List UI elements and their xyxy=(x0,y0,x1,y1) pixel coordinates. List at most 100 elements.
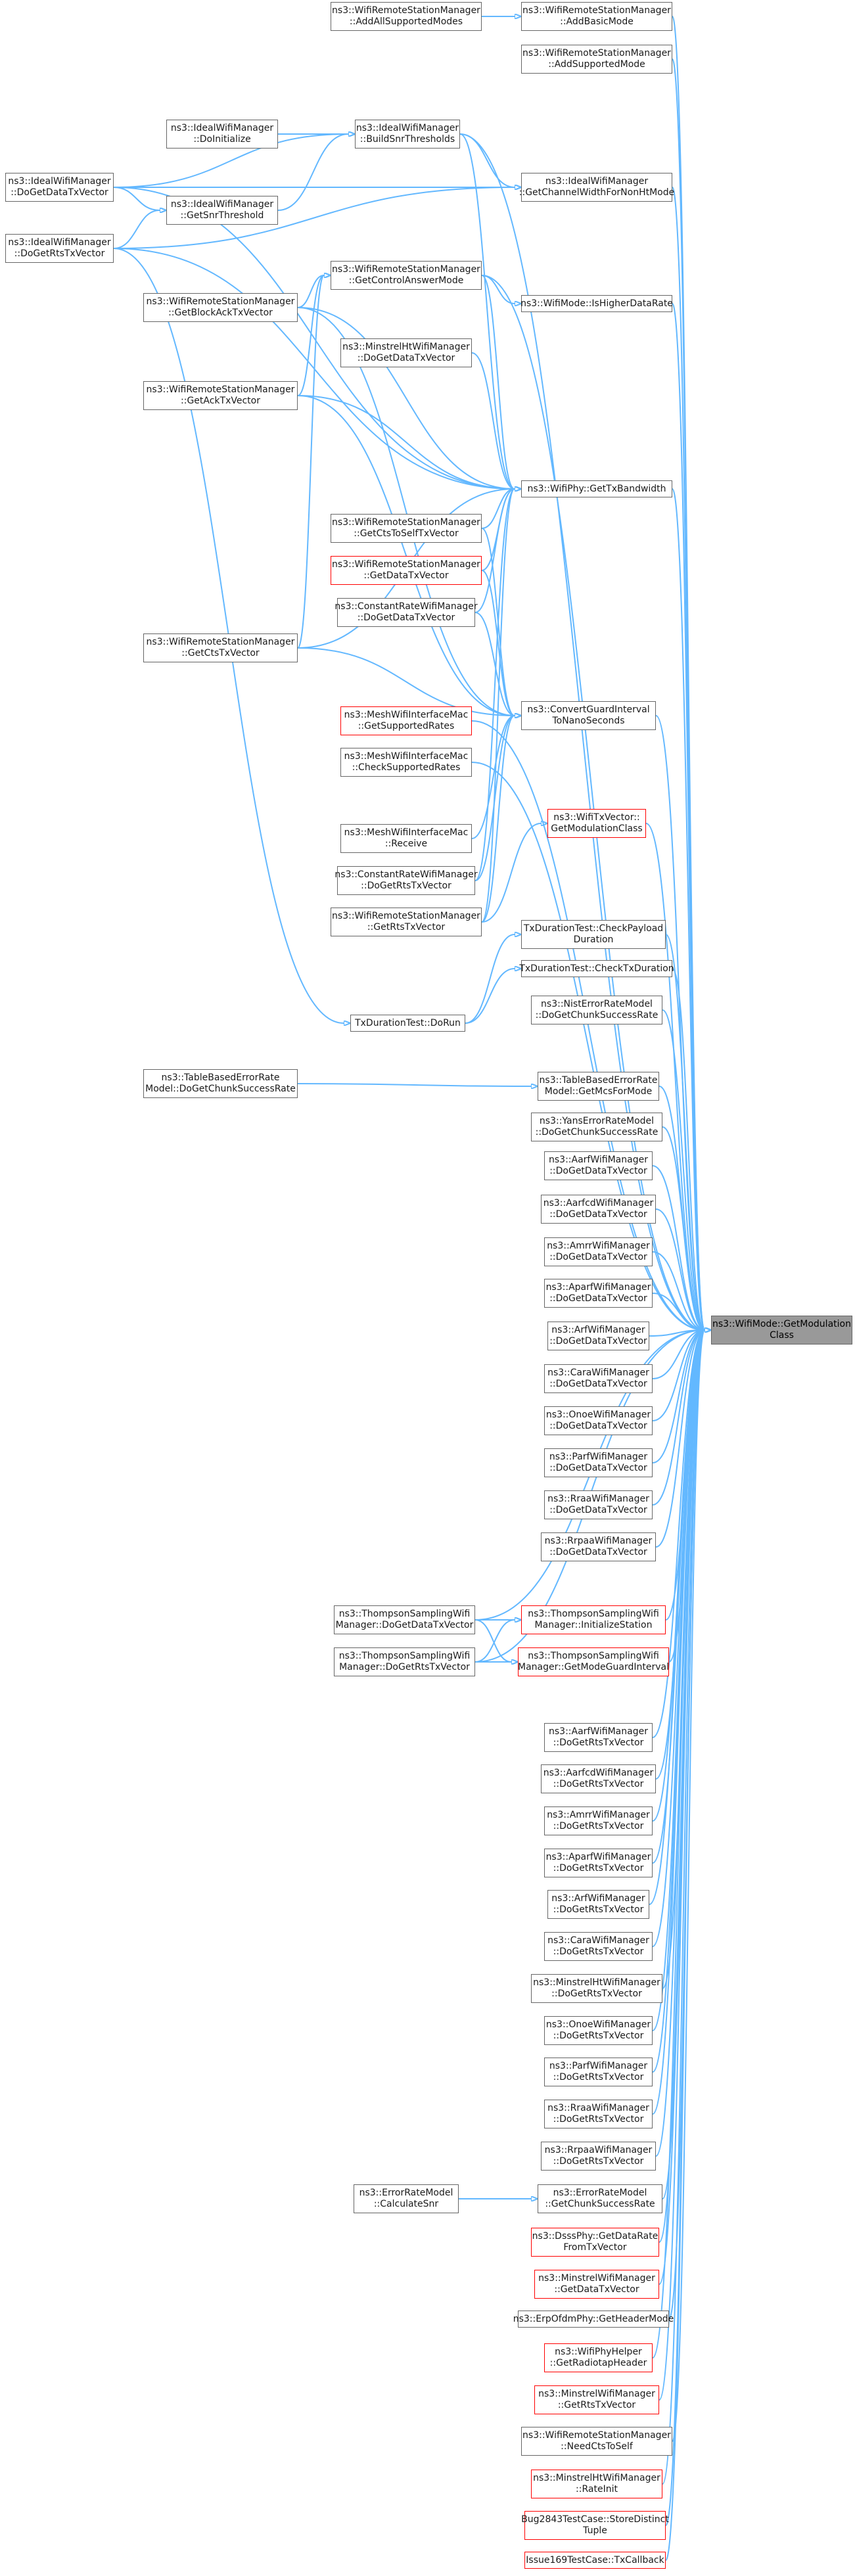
node-label-line: ns3::AarfcdWifiManager xyxy=(543,1198,654,1208)
function-node[interactable]: ns3::AarfWifiManager::DoGetRtsTxVector xyxy=(544,1723,653,1752)
node-label-line: ::GetRtsTxVector xyxy=(367,922,446,932)
function-node[interactable]: ns3::WifiRemoteStationManager::AddAllSup… xyxy=(331,2,482,31)
node-label-line: ::GetRadiotapHeader xyxy=(549,2358,647,2368)
node-label-line: ::DoGetChunkSuccessRate xyxy=(535,1127,659,1138)
call-edge xyxy=(481,275,705,1330)
function-node[interactable]: ns3::ArfWifiManager::DoGetDataTxVector xyxy=(547,1322,649,1350)
function-node[interactable]: ns3::WifiRemoteStationManager::GetContro… xyxy=(331,261,482,290)
node-label-line: ns3::AarfWifiManager xyxy=(549,1155,648,1165)
function-node[interactable]: ns3::ConstantRateWifiManager::DoGetRtsTx… xyxy=(335,866,478,895)
node-label-line: ns3::WifiRemoteStationManager xyxy=(332,264,480,275)
function-node[interactable]: ns3::MinstrelHtWifiManager::DoGetRtsTxVe… xyxy=(531,1974,662,2003)
node-label-line: ns3::WifiPhy::GetTxBandwidth xyxy=(527,483,666,494)
function-node[interactable]: ns3::WifiTxVector::GetModulationClass xyxy=(547,809,646,838)
node-label-line: ns3::WifiRemoteStationManager xyxy=(522,5,671,16)
call-edge xyxy=(297,275,324,396)
function-node[interactable]: ns3::CaraWifiManager::DoGetRtsTxVector xyxy=(544,1932,653,1961)
function-node[interactable]: ns3::WifiRemoteStationManager::GetBlockA… xyxy=(143,293,298,322)
function-node[interactable]: ns3::ParfWifiManager::DoGetRtsTxVector xyxy=(544,2058,653,2086)
function-node[interactable]: ns3::AmrrWifiManager::DoGetDataTxVector xyxy=(544,1237,653,1266)
call-edge xyxy=(474,1620,515,1663)
function-node[interactable]: ns3::AparfWifiManager::DoGetRtsTxVector xyxy=(544,1849,653,1877)
node-label-line: TxDurationTest::CheckPayload xyxy=(523,923,664,934)
function-node[interactable]: ns3::OnoeWifiManager::DoGetDataTxVector xyxy=(544,1406,653,1435)
function-node[interactable]: ns3::OnoeWifiManager::DoGetRtsTxVector xyxy=(544,2016,653,2045)
node-label-line: ::DoGetRtsTxVector xyxy=(553,2114,644,2125)
function-node[interactable]: ns3::ArfWifiManager::DoGetRtsTxVector xyxy=(547,1890,649,1919)
function-node[interactable]: ns3::CaraWifiManager::DoGetDataTxVector xyxy=(544,1364,653,1393)
node-label-line: ::GetSnrThreshold xyxy=(180,210,264,221)
call-edge xyxy=(652,1330,705,2115)
function-node[interactable]: TxDurationTest::DoRun xyxy=(350,1015,465,1032)
function-node[interactable]: ns3::WifiRemoteStationManager::GetCtsTxV… xyxy=(143,633,298,662)
function-node[interactable]: ns3::YansErrorRateModel::DoGetChunkSucce… xyxy=(531,1113,662,1141)
function-node[interactable]: TxDurationTest::CheckTxDuration xyxy=(519,960,674,977)
node-label-line: ns3::ArfWifiManager xyxy=(551,1893,645,1904)
function-node[interactable]: ns3::RrpaaWifiManager::DoGetRtsTxVector xyxy=(541,2142,656,2171)
node-label-line: ::GetDataTxVector xyxy=(363,570,449,581)
function-node[interactable]: ns3::MinstrelHtWifiManager::RateInit xyxy=(531,2470,662,2498)
node-label-line: ns3::RrpaaWifiManager xyxy=(544,2145,653,2155)
call-edge xyxy=(672,968,705,1330)
function-node[interactable]: ns3::MeshWifiInterfaceMac::GetSupportedR… xyxy=(340,706,472,735)
function-node[interactable]: ns3::MinstrelWifiManager::GetRtsTxVector xyxy=(534,2385,659,2414)
function-node[interactable]: ns3::MeshWifiInterfaceMac::CheckSupporte… xyxy=(340,748,472,777)
call-edge xyxy=(662,1009,705,1330)
function-node[interactable]: ns3::IdealWifiManager::DoGetRtsTxVector xyxy=(5,234,114,263)
function-node[interactable]: ns3::MeshWifiInterfaceMac::Receive xyxy=(340,824,472,853)
function-node[interactable]: ns3::IdealWifiManager::DoGetDataTxVector xyxy=(5,173,114,202)
function-node[interactable]: ns3::AarfWifiManager::DoGetDataTxVector xyxy=(544,1151,653,1180)
function-node[interactable]: ns3::RraaWifiManager::DoGetRtsTxVector xyxy=(544,2100,653,2128)
function-node[interactable]: ns3::ConstantRateWifiManager::DoGetDataT… xyxy=(335,598,478,627)
function-node[interactable]: ns3::AarfcdWifiManager::DoGetDataTxVecto… xyxy=(541,1195,656,1224)
function-node[interactable]: ns3::WifiRemoteStationManager::GetAckTxV… xyxy=(143,381,298,410)
function-node[interactable]: ns3::MinstrelHtWifiManager::DoGetDataTxV… xyxy=(340,338,472,367)
call-edge xyxy=(481,528,515,716)
function-node[interactable]: ns3::IdealWifiManager::BuildSnrThreshold… xyxy=(355,120,460,149)
function-node[interactable]: ns3::WifiRemoteStationManager::NeedCtsTo… xyxy=(521,2427,672,2456)
node-label-line: ns3::WifiPhyHelper xyxy=(555,2347,642,2357)
function-node[interactable]: ns3::WifiRemoteStationManager::AddSuppor… xyxy=(521,45,672,74)
function-node[interactable]: ns3::WifiPhy::GetTxBandwidth xyxy=(521,480,672,497)
node-label-line: ::GetAckTxVector xyxy=(181,396,260,406)
function-node[interactable]: ns3::ErrorRateModel::GetChunkSuccessRate xyxy=(538,2184,662,2213)
call-edge xyxy=(297,307,515,489)
function-node[interactable]: ns3::IdealWifiManager::GetSnrThreshold xyxy=(166,196,278,225)
function-node[interactable]: ns3::WifiMode::IsHigherDataRate xyxy=(520,295,673,312)
node-label-line: ::GetBlockAckTxVector xyxy=(168,308,273,318)
function-node[interactable]: ns3::WifiPhyHelper::GetRadiotapHeader xyxy=(544,2343,653,2372)
function-node[interactable]: ns3::IdealWifiManager::DoInitialize xyxy=(166,120,278,149)
function-node[interactable]: Issue169TestCase::TxCallback xyxy=(524,2552,666,2569)
node-label-line: ::DoGetChunkSuccessRate xyxy=(535,1010,659,1021)
node-label-line: ns3::WifiMode::GetModulation xyxy=(712,1319,851,1329)
function-node[interactable]: ns3::ErpOfdmPhy::GetHeaderMode xyxy=(513,2311,674,2328)
node-label-line: ns3::WifiRemoteStationManager xyxy=(332,911,480,921)
function-node[interactable]: ns3::AparfWifiManager::DoGetDataTxVector xyxy=(544,1279,653,1308)
node-label-line: ns3::ParfWifiManager xyxy=(549,1452,648,1462)
function-node[interactable]: ns3::ErrorRateModel::CalculateSnr xyxy=(354,2184,459,2213)
function-node[interactable]: ns3::WifiRemoteStationManager::AddBasicM… xyxy=(521,2,672,31)
function-node[interactable]: ns3::WifiRemoteStationManager::GetDataTx… xyxy=(331,556,482,585)
function-node[interactable]: ns3::WifiRemoteStationManager::GetCtsToS… xyxy=(331,514,482,543)
function-node[interactable]: ns3::MinstrelWifiManager::GetDataTxVecto… xyxy=(534,2270,659,2299)
function-node[interactable]: ns3::RrpaaWifiManager::DoGetDataTxVector xyxy=(541,1532,656,1561)
node-label-line: ::GetCtsTxVector xyxy=(181,648,260,658)
function-node[interactable]: ns3::WifiRemoteStationManager::GetRtsTxV… xyxy=(331,908,482,936)
function-node[interactable]: ns3::IdealWifiManager::GetChannelWidthFo… xyxy=(519,173,674,202)
function-node[interactable]: ns3::AmrrWifiManager::DoGetRtsTxVector xyxy=(544,1806,653,1835)
function-node[interactable]: ns3::RraaWifiManager::DoGetDataTxVector xyxy=(544,1490,653,1519)
node-label-line: ns3::AarfWifiManager xyxy=(549,1726,648,1737)
function-node[interactable]: ns3::NistErrorRateModel::DoGetChunkSucce… xyxy=(531,996,662,1024)
function-node[interactable]: ns3::AarfcdWifiManager::DoGetRtsTxVector xyxy=(541,1764,656,1793)
function-node[interactable]: ns3::ParfWifiManager::DoGetDataTxVector xyxy=(544,1448,653,1477)
